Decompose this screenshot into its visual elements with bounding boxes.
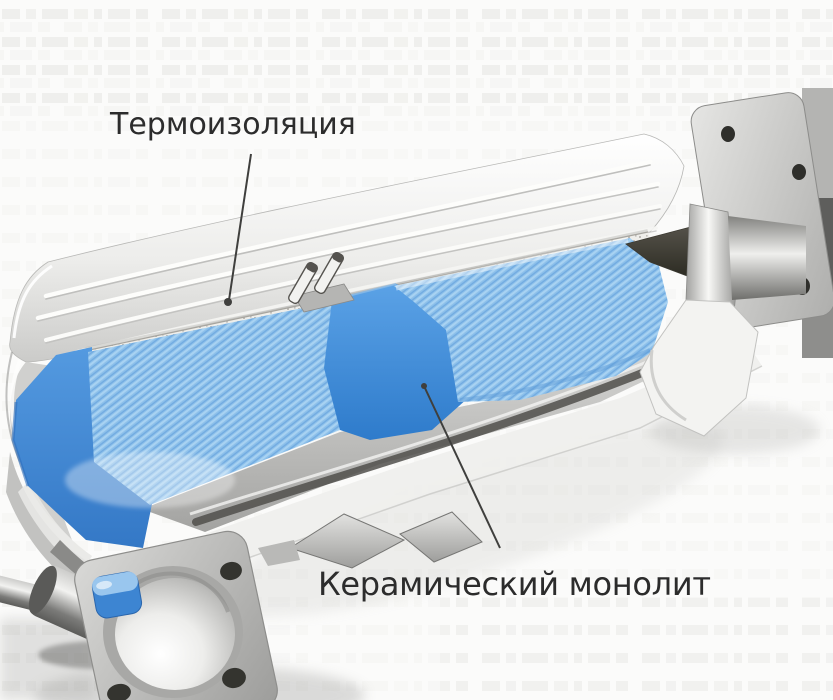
mounting-clip xyxy=(288,251,355,313)
converter-body xyxy=(0,88,833,700)
mounting-wing xyxy=(288,513,406,569)
cone-lower-shell xyxy=(639,299,759,437)
ceramic-monolith xyxy=(11,237,668,619)
leader-line-insulation xyxy=(228,153,252,301)
monolith-chip xyxy=(91,571,143,619)
bolt-hole xyxy=(107,683,131,700)
outlet-cone-and-pipe xyxy=(625,203,806,437)
bolt-hole xyxy=(721,126,735,142)
annotations: Термоизоляция Керамический монолит xyxy=(109,107,711,603)
monolith-outer-surface xyxy=(394,238,668,402)
leader-line-monolith xyxy=(423,385,501,549)
leader-dot-insulation xyxy=(224,298,232,306)
inlet-bore xyxy=(115,578,235,690)
outlet-pipe xyxy=(728,216,806,300)
bolt-hole xyxy=(220,561,242,581)
bolt-hole xyxy=(222,667,246,689)
shell-ribs xyxy=(35,159,662,356)
mounting-wing xyxy=(399,511,483,563)
label-ceramic-monolith: Керамический монолит xyxy=(318,565,711,603)
bolt-hole xyxy=(792,164,806,180)
leader-dot-monolith xyxy=(421,383,427,389)
monolith-step-face xyxy=(324,284,472,440)
label-thermal-insulation: Термоизоляция xyxy=(109,107,356,142)
